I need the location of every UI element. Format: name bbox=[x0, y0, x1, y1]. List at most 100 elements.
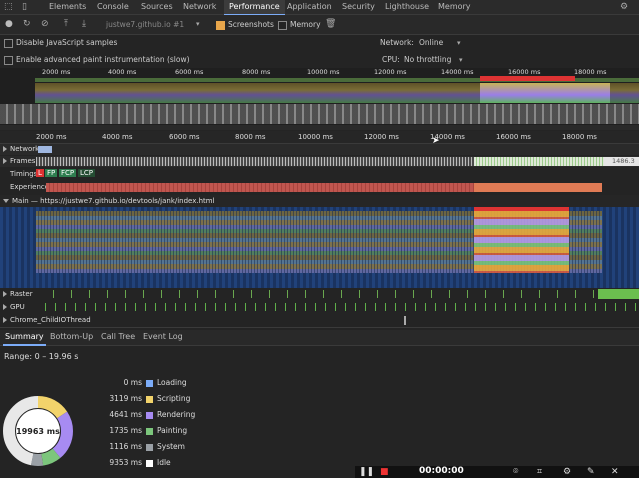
tab-console[interactable]: Console bbox=[97, 2, 129, 11]
tab-memory[interactable]: Memory bbox=[438, 2, 471, 11]
overview-tick: 4000 ms bbox=[108, 68, 137, 76]
network-request-bar[interactable] bbox=[38, 146, 52, 153]
timeline-tick: 18000 ms bbox=[562, 133, 597, 141]
raster-task-bar[interactable] bbox=[598, 289, 639, 299]
pause-icon[interactable]: ❚❚ bbox=[359, 467, 375, 477]
screenshots-strip bbox=[0, 104, 639, 124]
tab-application[interactable]: Application bbox=[287, 2, 332, 11]
tab-network[interactable]: Network bbox=[183, 2, 217, 11]
timeline-overview[interactable]: 2000 ms 4000 ms 6000 ms 8000 ms 10000 ms… bbox=[0, 68, 639, 130]
upload-icon[interactable]: ⤒ bbox=[64, 19, 68, 29]
chevron-down-icon: ▾ bbox=[459, 56, 463, 64]
enable-paint-instrumentation-checkbox[interactable]: Enable advanced paint instrumentation (s… bbox=[4, 54, 190, 66]
disable-js-samples-checkbox[interactable]: Disable JavaScript samples bbox=[4, 37, 117, 49]
raster-track-label: Raster bbox=[10, 290, 33, 298]
timeline-tick: 12000 ms bbox=[364, 133, 399, 141]
inspect-element-icon[interactable]: ⬚ bbox=[4, 2, 13, 12]
long-task-marker[interactable] bbox=[474, 207, 569, 211]
cpu-chart-dense bbox=[480, 83, 610, 103]
timing-marker-fp[interactable]: FP bbox=[45, 169, 58, 177]
settings-gear-icon[interactable]: ⚙ bbox=[563, 467, 572, 477]
camera-icon[interactable]: ⌾ bbox=[513, 467, 519, 477]
frames-track[interactable]: Frames 1486.3 bbox=[0, 156, 639, 167]
expand-triangle-icon[interactable] bbox=[3, 304, 7, 310]
summary-item-ms: 4641 ms bbox=[109, 410, 142, 419]
experience-track-label: Experience bbox=[10, 183, 50, 191]
raster-track[interactable]: Raster bbox=[0, 288, 639, 300]
child-io-track[interactable]: Chrome_ChildIOThread bbox=[0, 314, 639, 328]
tab-performance[interactable]: Performance bbox=[224, 0, 285, 16]
timings-track-label: Timings bbox=[10, 170, 38, 178]
settings-gear-icon[interactable]: ⚙ bbox=[620, 2, 629, 12]
layout-shift-bar[interactable] bbox=[46, 183, 474, 192]
tab-event-log[interactable]: Event Log bbox=[143, 332, 183, 341]
summary-item-scripting: Scripting bbox=[146, 394, 190, 403]
cpu-throttle-label: CPU: bbox=[382, 55, 400, 64]
download-icon[interactable]: ⤓ bbox=[82, 19, 86, 29]
overview-scroll bbox=[0, 125, 639, 130]
timeline-tick: 8000 ms bbox=[235, 133, 266, 141]
tab-lighthouse[interactable]: Lighthouse bbox=[385, 2, 430, 11]
overview-tick: 12000 ms bbox=[374, 68, 407, 76]
tab-security[interactable]: Security bbox=[342, 2, 375, 11]
gpu-track[interactable]: GPU bbox=[0, 301, 639, 313]
donut-slice-idle bbox=[3, 396, 73, 466]
main-thread-header[interactable]: Main — https://justwe7.github.io/devtool… bbox=[0, 195, 639, 207]
legend-swatch bbox=[146, 443, 153, 451]
screen-recorder-bar: ❚❚ ■ 00:00:00 ⌾ ⌗ ⚙ ✎ ✕ bbox=[355, 466, 639, 478]
screenshots-checkbox[interactable]: Screenshots bbox=[216, 19, 274, 31]
expand-triangle-icon[interactable] bbox=[3, 291, 7, 297]
overview-tick: 10000 ms bbox=[307, 68, 340, 76]
timing-marker-load[interactable]: L bbox=[36, 169, 44, 177]
timing-marker-fcp[interactable]: FCP bbox=[59, 169, 77, 177]
main-thread-label: Main — https://justwe7.github.io/devtool… bbox=[12, 197, 215, 205]
long-task-flame[interactable] bbox=[474, 211, 569, 273]
collapse-triangle-icon[interactable] bbox=[3, 199, 9, 203]
network-track-label: Network bbox=[10, 145, 40, 153]
details-tab-bar: Summary Bottom-Up Call Tree Event Log bbox=[0, 330, 639, 346]
timeline-tick: 2000 ms bbox=[36, 133, 67, 141]
legend-swatch bbox=[146, 379, 153, 387]
timeline-tick: 16000 ms bbox=[496, 133, 531, 141]
mouse-cursor-icon: ➤ bbox=[432, 136, 440, 146]
performance-toolbar: ● ↻ ⊘ ⤒ ⤓ justwe7.github.io #1 ▾ Screens… bbox=[0, 15, 639, 35]
legend-swatch bbox=[146, 395, 153, 403]
tab-summary[interactable]: Summary bbox=[3, 330, 46, 346]
network-throttle-select[interactable]: Online bbox=[419, 38, 444, 47]
main-thread-flamechart[interactable] bbox=[0, 207, 639, 288]
summary-item-ms: 9353 ms bbox=[109, 458, 142, 467]
cpu-throttle-select[interactable]: No throttling bbox=[404, 55, 452, 64]
pen-icon[interactable]: ✎ bbox=[587, 467, 595, 477]
crop-icon[interactable]: ⌗ bbox=[537, 467, 543, 477]
tab-bottom-up[interactable]: Bottom-Up bbox=[50, 332, 94, 341]
tab-sources[interactable]: Sources bbox=[141, 2, 173, 11]
child-io-track-label: Chrome_ChildIOThread bbox=[10, 316, 91, 324]
tab-call-tree[interactable]: Call Tree bbox=[101, 332, 136, 341]
tab-elements[interactable]: Elements bbox=[49, 2, 87, 11]
summary-item-ms: 3119 ms bbox=[109, 394, 142, 403]
record-icon[interactable]: ● bbox=[5, 19, 13, 29]
timing-marker-lcp[interactable]: LCP bbox=[78, 169, 96, 177]
summary-item-ms: 1116 ms bbox=[109, 442, 142, 451]
summary-item-idle: Idle bbox=[146, 458, 171, 467]
stop-record-icon[interactable]: ■ bbox=[380, 467, 389, 477]
memory-checkbox[interactable]: Memory bbox=[278, 19, 321, 31]
frames-track-label: Frames bbox=[10, 157, 36, 165]
expand-triangle-icon[interactable] bbox=[3, 146, 7, 152]
trash-icon[interactable]: 🗑 bbox=[325, 19, 337, 29]
network-track[interactable]: Network bbox=[0, 144, 639, 155]
summary-item-painting: Painting bbox=[146, 426, 187, 435]
overview-tick: 14000 ms bbox=[441, 68, 474, 76]
summary-item-ms: 1735 ms bbox=[109, 426, 142, 435]
close-icon[interactable]: ✕ bbox=[611, 467, 619, 477]
expand-triangle-icon[interactable] bbox=[3, 158, 7, 164]
legend-swatch bbox=[146, 427, 153, 435]
overview-tick: 16000 ms bbox=[508, 68, 541, 76]
timeline-tick: 14000 ms bbox=[430, 133, 465, 141]
reload-record-icon[interactable]: ↻ bbox=[23, 19, 31, 29]
profile-select[interactable]: justwe7.github.io #1 bbox=[106, 20, 185, 29]
expand-triangle-icon[interactable] bbox=[3, 317, 7, 323]
device-toolbar-icon[interactable]: ▯ bbox=[22, 2, 27, 12]
clear-icon[interactable]: ⊘ bbox=[41, 19, 49, 29]
layout-shift-bar-dense[interactable] bbox=[474, 183, 602, 192]
